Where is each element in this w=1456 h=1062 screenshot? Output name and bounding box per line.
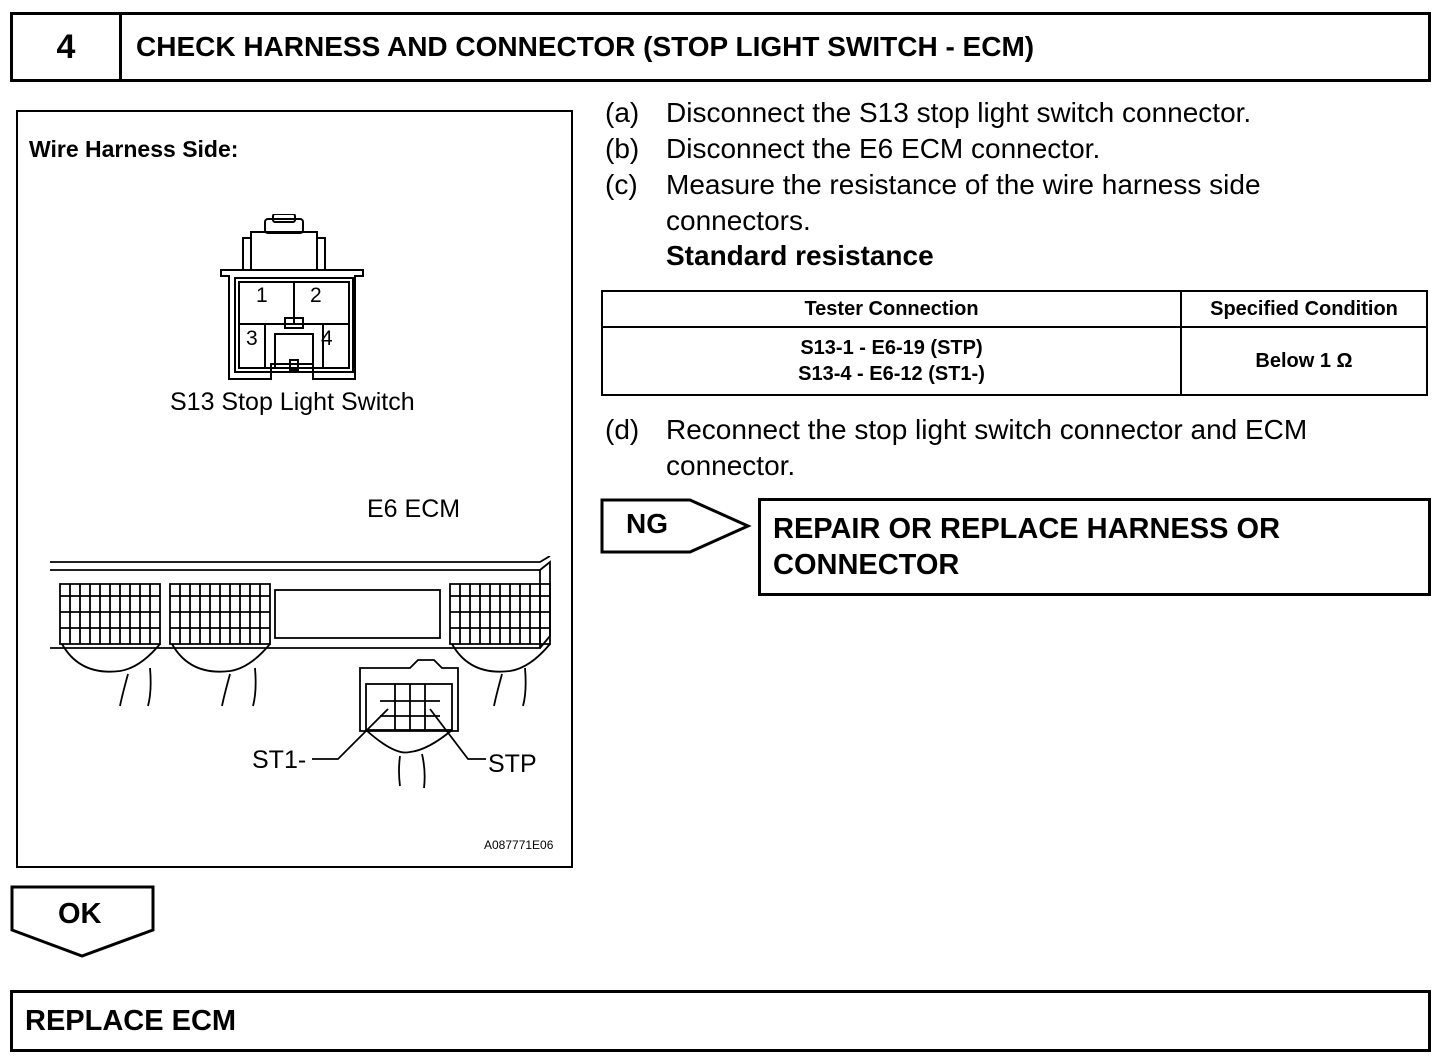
pin-3-label: 3 [246,327,258,350]
step-c-text: Measure the resistance of the wire harne… [666,169,1261,236]
step-c-label: (c) [605,169,638,200]
final-result-box: REPLACE ECM [10,990,1431,1052]
table-cell-condition: Below 1 Ω [1180,326,1428,396]
step-title-box: CHECK HARNESS AND CONNECTOR (STOP LIGHT … [119,12,1431,82]
wire-harness-side-label: Wire Harness Side: [29,136,239,162]
stp-label: STP [488,750,537,778]
step-a-text: Disconnect the S13 stop light switch con… [666,97,1252,128]
standard-resistance-heading: Standard resistance [666,240,934,271]
step-number-box: 4 [10,12,122,82]
connection-line-2: S13-4 - E6-12 (ST1-) [798,363,985,385]
ng-label: NG [626,508,668,539]
ok-label: OK [58,898,102,930]
s13-connector-diagram [220,214,364,380]
step-b-text: Disconnect the E6 ECM connector. [666,133,1101,164]
pin-2-label: 2 [310,284,322,307]
final-result-text: REPLACE ECM [25,1004,237,1037]
ng-result-line-1: REPAIR OR REPLACE HARNESS OR [773,513,1281,545]
ecm-connector-diagram [50,556,551,789]
ng-arrow [600,498,752,554]
step-d-label: (d) [605,414,640,445]
connection-line-1: S13-1 - E6-19 (STP) [800,337,983,359]
figure-id: A087771E06 [484,838,554,852]
ok-arrow [10,885,155,958]
s13-caption: S13 Stop Light Switch [170,388,415,416]
step-a-label: (a) [605,97,640,128]
table-header-condition: Specified Condition [1180,290,1428,328]
e6-ecm-label: E6 ECM [367,495,461,523]
st1-label: ST1- [252,746,307,774]
pin-4-label: 4 [321,327,333,350]
step-b-label: (b) [605,133,640,164]
table-header-connection: Tester Connection [601,290,1182,328]
ng-result-box: REPAIR OR REPLACE HARNESS OR CONNECTOR [758,498,1431,596]
pin-1-label: 1 [256,284,268,307]
step-d-text: Reconnect the stop light switch connecto… [666,414,1308,481]
wiring-figure: Wire Harness Side: 1 2 3 4 S13 Stop Ligh… [16,110,573,868]
leader-lines [312,708,486,760]
spec-table: Tester Connection Specified Condition S1… [601,290,1428,396]
step-number: 4 [56,27,76,66]
ng-result-line-2: CONNECTOR [773,549,960,581]
step-title: CHECK HARNESS AND CONNECTOR (STOP LIGHT … [136,31,1035,62]
table-cell-connection: S13-1 - E6-19 (STP) S13-4 - E6-12 (ST1-) [601,326,1182,396]
